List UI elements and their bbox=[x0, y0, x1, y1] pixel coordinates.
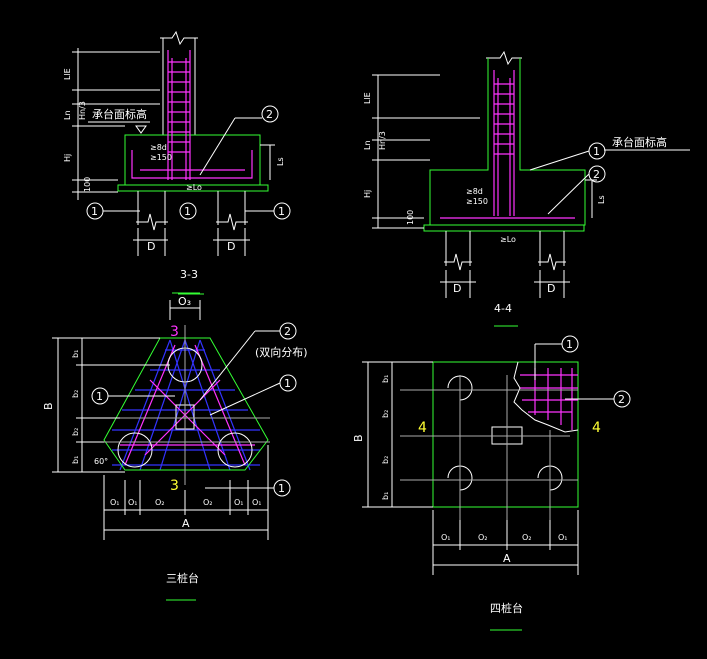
label-hj-33: Hj bbox=[63, 154, 72, 162]
label-hj-44: Hj bbox=[363, 190, 372, 198]
dim-a2-four-a: O₂ bbox=[478, 533, 488, 542]
break-mark-33 bbox=[160, 30, 198, 46]
dim-b1-four-a: b₁ bbox=[381, 375, 390, 383]
cap-base-44 bbox=[423, 224, 585, 232]
dim-b2-three-a: b₂ bbox=[71, 390, 80, 398]
label-ls-44: Ls bbox=[597, 195, 606, 204]
dim-a1-three-c: O₁ bbox=[234, 498, 244, 507]
dim-a1-three-d: O₁ bbox=[252, 498, 262, 507]
label-two-way: (双向分布) bbox=[255, 345, 308, 359]
callout-1-three-b: 1 bbox=[284, 377, 291, 390]
dim-b-four: B bbox=[352, 434, 365, 442]
dim-a0: O₃ bbox=[178, 295, 191, 308]
dim-a1-four-b: O₁ bbox=[558, 533, 568, 542]
dim-a1-four-a: O₁ bbox=[441, 533, 451, 542]
label-ln-33: Ln bbox=[63, 110, 72, 120]
label-hn3-44: Hn/3 bbox=[378, 131, 387, 150]
callout-1-33a: 1 bbox=[91, 205, 98, 218]
dim-b1-three-b: b₁ bbox=[71, 456, 80, 464]
dim-d-33a: D bbox=[147, 240, 155, 253]
label-lle-44: LlE bbox=[363, 92, 372, 104]
callout-1-33c: 1 bbox=[278, 205, 285, 218]
label-hn3-33: Hn/3 bbox=[78, 101, 87, 120]
dim-b2-four-b: b₂ bbox=[381, 456, 390, 464]
dim-a-four: A bbox=[503, 552, 511, 565]
title-four-pile: 四桩台 bbox=[490, 601, 523, 615]
title-three-pile: 三桩台 bbox=[166, 571, 199, 585]
dim-a1-three-b: O₁ bbox=[128, 498, 138, 507]
mark-3-bottom: 3 bbox=[170, 478, 179, 494]
pile-four-bl bbox=[447, 465, 473, 491]
label-lo-33: ≥Lo bbox=[186, 183, 202, 192]
pile-four-tl bbox=[447, 375, 473, 401]
dim-b1-three-a: b₁ bbox=[71, 350, 80, 358]
three-pile-cap: 3 3 O₃ B b₁ b₂ b₂ b₁ 60° O₁ O₁ O₂ O₂ bbox=[42, 292, 308, 601]
mark-4-left: 4 bbox=[418, 420, 427, 436]
label-8d-33: ≥8d bbox=[150, 143, 167, 152]
callout-1-four: 1 bbox=[566, 338, 573, 351]
cap-rebar-33 bbox=[131, 150, 253, 179]
dim-d-44b: D bbox=[547, 282, 555, 295]
label-150-33: ≥150 bbox=[150, 153, 172, 162]
label-150-44: ≥150 bbox=[466, 197, 488, 206]
dim-b2-four-a: b₂ bbox=[381, 410, 390, 418]
pile-right bbox=[217, 432, 253, 468]
callout-2-three: 2 bbox=[284, 325, 291, 338]
dim-b2-three-b: b₂ bbox=[71, 428, 80, 436]
dim-a2-three-b: O₂ bbox=[203, 498, 213, 507]
cap-base-33 bbox=[117, 184, 269, 192]
cap-outline-four bbox=[432, 361, 579, 508]
label-100-44: 100 bbox=[406, 210, 415, 225]
mark-4-right: 4 bbox=[592, 420, 601, 436]
callout-1-44: 1 bbox=[593, 145, 600, 158]
dim-d-44a: D bbox=[453, 282, 461, 295]
label-cap-top-44: 承台面标高 bbox=[612, 135, 667, 149]
label-cap-top-33: 承台面标高 bbox=[92, 107, 147, 121]
four-pile-cap: 4 4 B b₁ b₂ b₂ b₁ O₁ O₂ O₂ O₁ A 1 2 四桩台 bbox=[352, 335, 631, 631]
label-8d-44: ≥8d bbox=[466, 187, 483, 196]
dim-a2-three-a: O₂ bbox=[155, 498, 165, 507]
callout-2-four: 2 bbox=[618, 393, 625, 406]
break-line-four bbox=[513, 361, 579, 433]
pile-four-br bbox=[537, 465, 563, 491]
section-3-3: D D LlE Ln Hn/3 Hj 100 承台面标高 ≥8d ≥150 ≥L… bbox=[63, 30, 291, 295]
callout-2-44: 2 bbox=[593, 168, 600, 181]
label-lo-44: ≥Lo bbox=[500, 235, 516, 244]
callout-1-three-c: 1 bbox=[278, 482, 285, 495]
dim-a2-four-b: O₂ bbox=[522, 533, 532, 542]
dim-a-three: A bbox=[182, 517, 190, 530]
label-ls-33: Ls bbox=[276, 157, 285, 166]
mark-3-top: 3 bbox=[170, 324, 179, 340]
section-4-4: D D LlE Ln Hn/3 Hj 100 ≥8d ≥150 ≥Lo Ls 承… bbox=[363, 50, 690, 327]
callout-1-three-a: 1 bbox=[96, 390, 103, 403]
dim-b1-four-b: b₁ bbox=[381, 492, 390, 500]
rebar-patch-four bbox=[520, 368, 578, 430]
dim-b-three: B bbox=[42, 402, 55, 410]
title-section-3-3: 3-3 bbox=[180, 268, 198, 281]
label-100-33: 100 bbox=[83, 177, 92, 192]
label-lle-33: LlE bbox=[63, 68, 72, 80]
cap-outline-three bbox=[103, 337, 269, 471]
dim-d-33b: D bbox=[227, 240, 235, 253]
title-section-4-4: 4-4 bbox=[494, 302, 512, 315]
angle-60: 60° bbox=[94, 457, 108, 466]
dim-a1-three-a: O₁ bbox=[110, 498, 120, 507]
break-mark-44 bbox=[486, 50, 522, 66]
callout-2-33: 2 bbox=[266, 108, 273, 121]
label-ln-44: Ln bbox=[363, 140, 372, 150]
callout-1-33b: 1 bbox=[184, 205, 191, 218]
pile-left bbox=[117, 432, 153, 468]
